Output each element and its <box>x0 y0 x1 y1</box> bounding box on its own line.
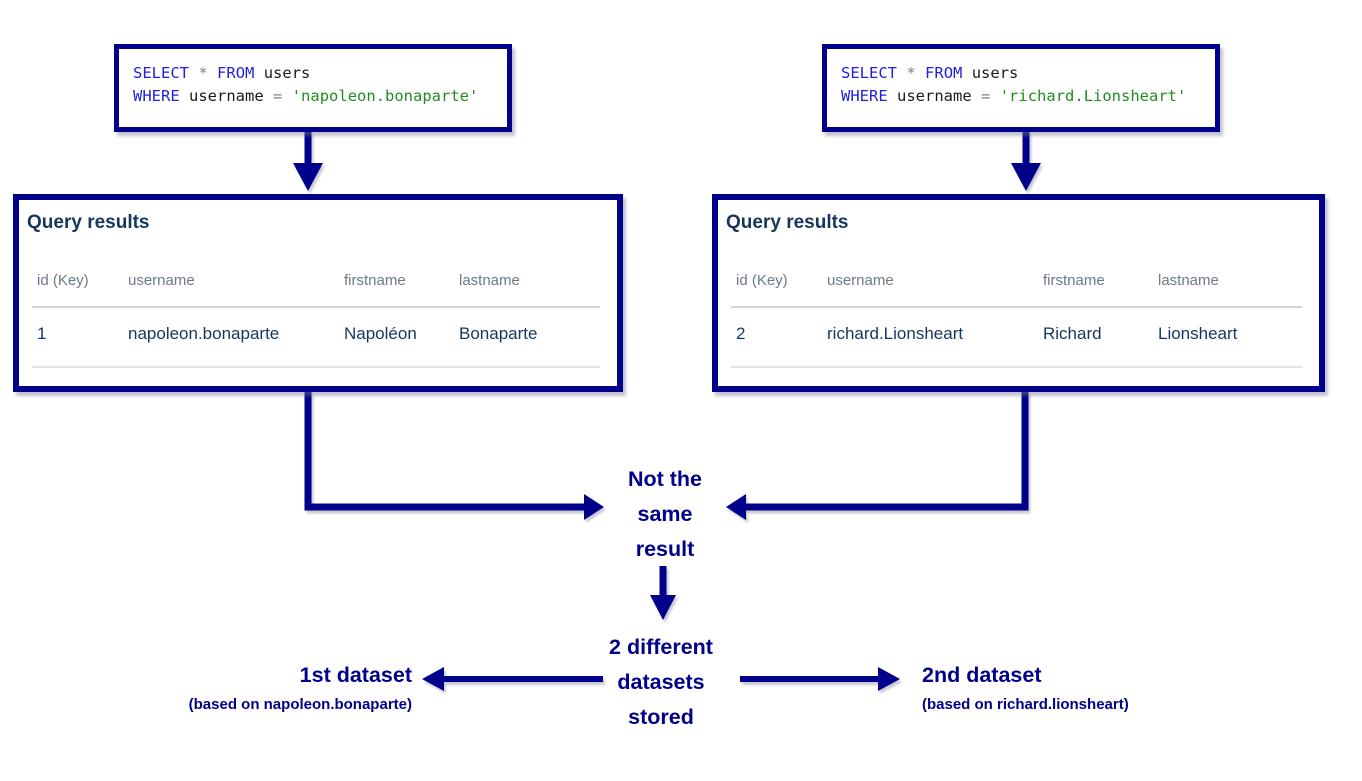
sql-operator: = <box>273 87 283 105</box>
sql-keyword: FROM <box>925 64 963 82</box>
query-results-title: Query results <box>27 212 150 233</box>
query-results-title: Query results <box>726 212 849 233</box>
cell-lastname: Lionsheart <box>1158 324 1238 343</box>
sql-keyword: WHERE <box>133 87 180 105</box>
note-line: 2 different <box>609 635 713 659</box>
divider <box>731 306 1302 308</box>
dataset-label-second: 2nd dataset (based on richard.lionsheart… <box>922 662 1252 716</box>
sql-identifier: users <box>971 64 1019 82</box>
sql-operator: = <box>981 87 991 105</box>
sql-code-line: WHERE username = 'richard.Lionsheart' <box>841 85 1215 108</box>
arrow-down-icon <box>1011 131 1041 191</box>
cell-id: 1 <box>37 324 47 343</box>
sql-identifier: username <box>189 87 264 105</box>
divider <box>731 366 1302 368</box>
column-header-lastname: lastname <box>459 272 520 289</box>
sql-keyword: FROM <box>217 64 255 82</box>
column-header-lastname: lastname <box>1158 272 1219 289</box>
column-header-firstname: firstname <box>344 272 406 289</box>
sql-code-line: WHERE username = 'napoleon.bonaparte' <box>133 85 507 108</box>
note-line: same <box>637 502 693 526</box>
arrow-down-icon <box>293 131 323 191</box>
sql-query-box-right: SELECT * FROM users WHERE username = 'ri… <box>822 44 1220 132</box>
note-line: stored <box>628 705 694 729</box>
dataset-title: 1st dataset <box>299 663 412 687</box>
sql-code-line: SELECT * FROM users <box>133 62 507 85</box>
sql-string-literal: 'richard.Lionsheart' <box>999 87 1187 105</box>
note-line: result <box>635 537 695 561</box>
column-header-username: username <box>128 272 195 289</box>
column-header-id: id (Key) <box>736 272 788 289</box>
sql-identifier: users <box>263 64 311 82</box>
cell-firstname: Richard <box>1043 324 1102 343</box>
arrow-down-icon <box>650 566 676 620</box>
elbow-connector-left-icon <box>304 391 604 520</box>
column-header-id: id (Key) <box>37 272 89 289</box>
note-line: Not the <box>627 467 703 491</box>
results-header-row: id (Key) username firstname lastname <box>19 272 617 289</box>
divider <box>32 306 600 308</box>
column-header-username: username <box>827 272 894 289</box>
cell-username: richard.Lionsheart <box>827 324 964 343</box>
arrow-left-icon <box>422 667 603 691</box>
sql-keyword: SELECT <box>133 64 189 82</box>
sql-operator: * <box>198 64 208 82</box>
sql-string-literal: 'napoleon.bonaparte' <box>291 87 479 105</box>
note-line: datasets <box>617 670 705 694</box>
sql-query-box-left: SELECT * FROM users WHERE username = 'na… <box>114 44 512 132</box>
column-header-firstname: firstname <box>1043 272 1105 289</box>
elbow-connector-right-icon <box>726 391 1029 520</box>
sql-code-line: SELECT * FROM users <box>841 62 1215 85</box>
divider <box>32 366 600 368</box>
cell-firstname: Napoléon <box>344 324 417 343</box>
arrow-right-icon <box>740 667 900 691</box>
dataset-label-first: 1st dataset (based on napoleon.bonaparte… <box>112 662 412 716</box>
dataset-subtitle: (based on napoleon.bonaparte) <box>188 696 412 713</box>
dataset-subtitle: (based on richard.lionsheart) <box>922 696 1129 713</box>
sql-keyword: WHERE <box>841 87 888 105</box>
dataset-title: 2nd dataset <box>922 663 1042 687</box>
table-row: 2 richard.Lionsheart Richard Lionsheart <box>718 324 1319 344</box>
table-row: 1 napoleon.bonaparte Napoléon Bonaparte <box>19 324 617 344</box>
sql-identifier: username <box>897 87 972 105</box>
cell-lastname: Bonaparte <box>459 324 538 343</box>
sql-keyword: SELECT <box>841 64 897 82</box>
note-not-same-result: Not the same result <box>586 462 744 567</box>
sql-operator: * <box>906 64 916 82</box>
query-results-panel-left: Query results id (Key) username firstnam… <box>13 194 623 392</box>
note-two-datasets-stored: 2 different datasets stored <box>586 630 736 735</box>
results-header-row: id (Key) username firstname lastname <box>718 272 1319 289</box>
cell-id: 2 <box>736 324 746 343</box>
cell-username: napoleon.bonaparte <box>128 324 280 343</box>
query-results-panel-right: Query results id (Key) username firstnam… <box>712 194 1325 392</box>
